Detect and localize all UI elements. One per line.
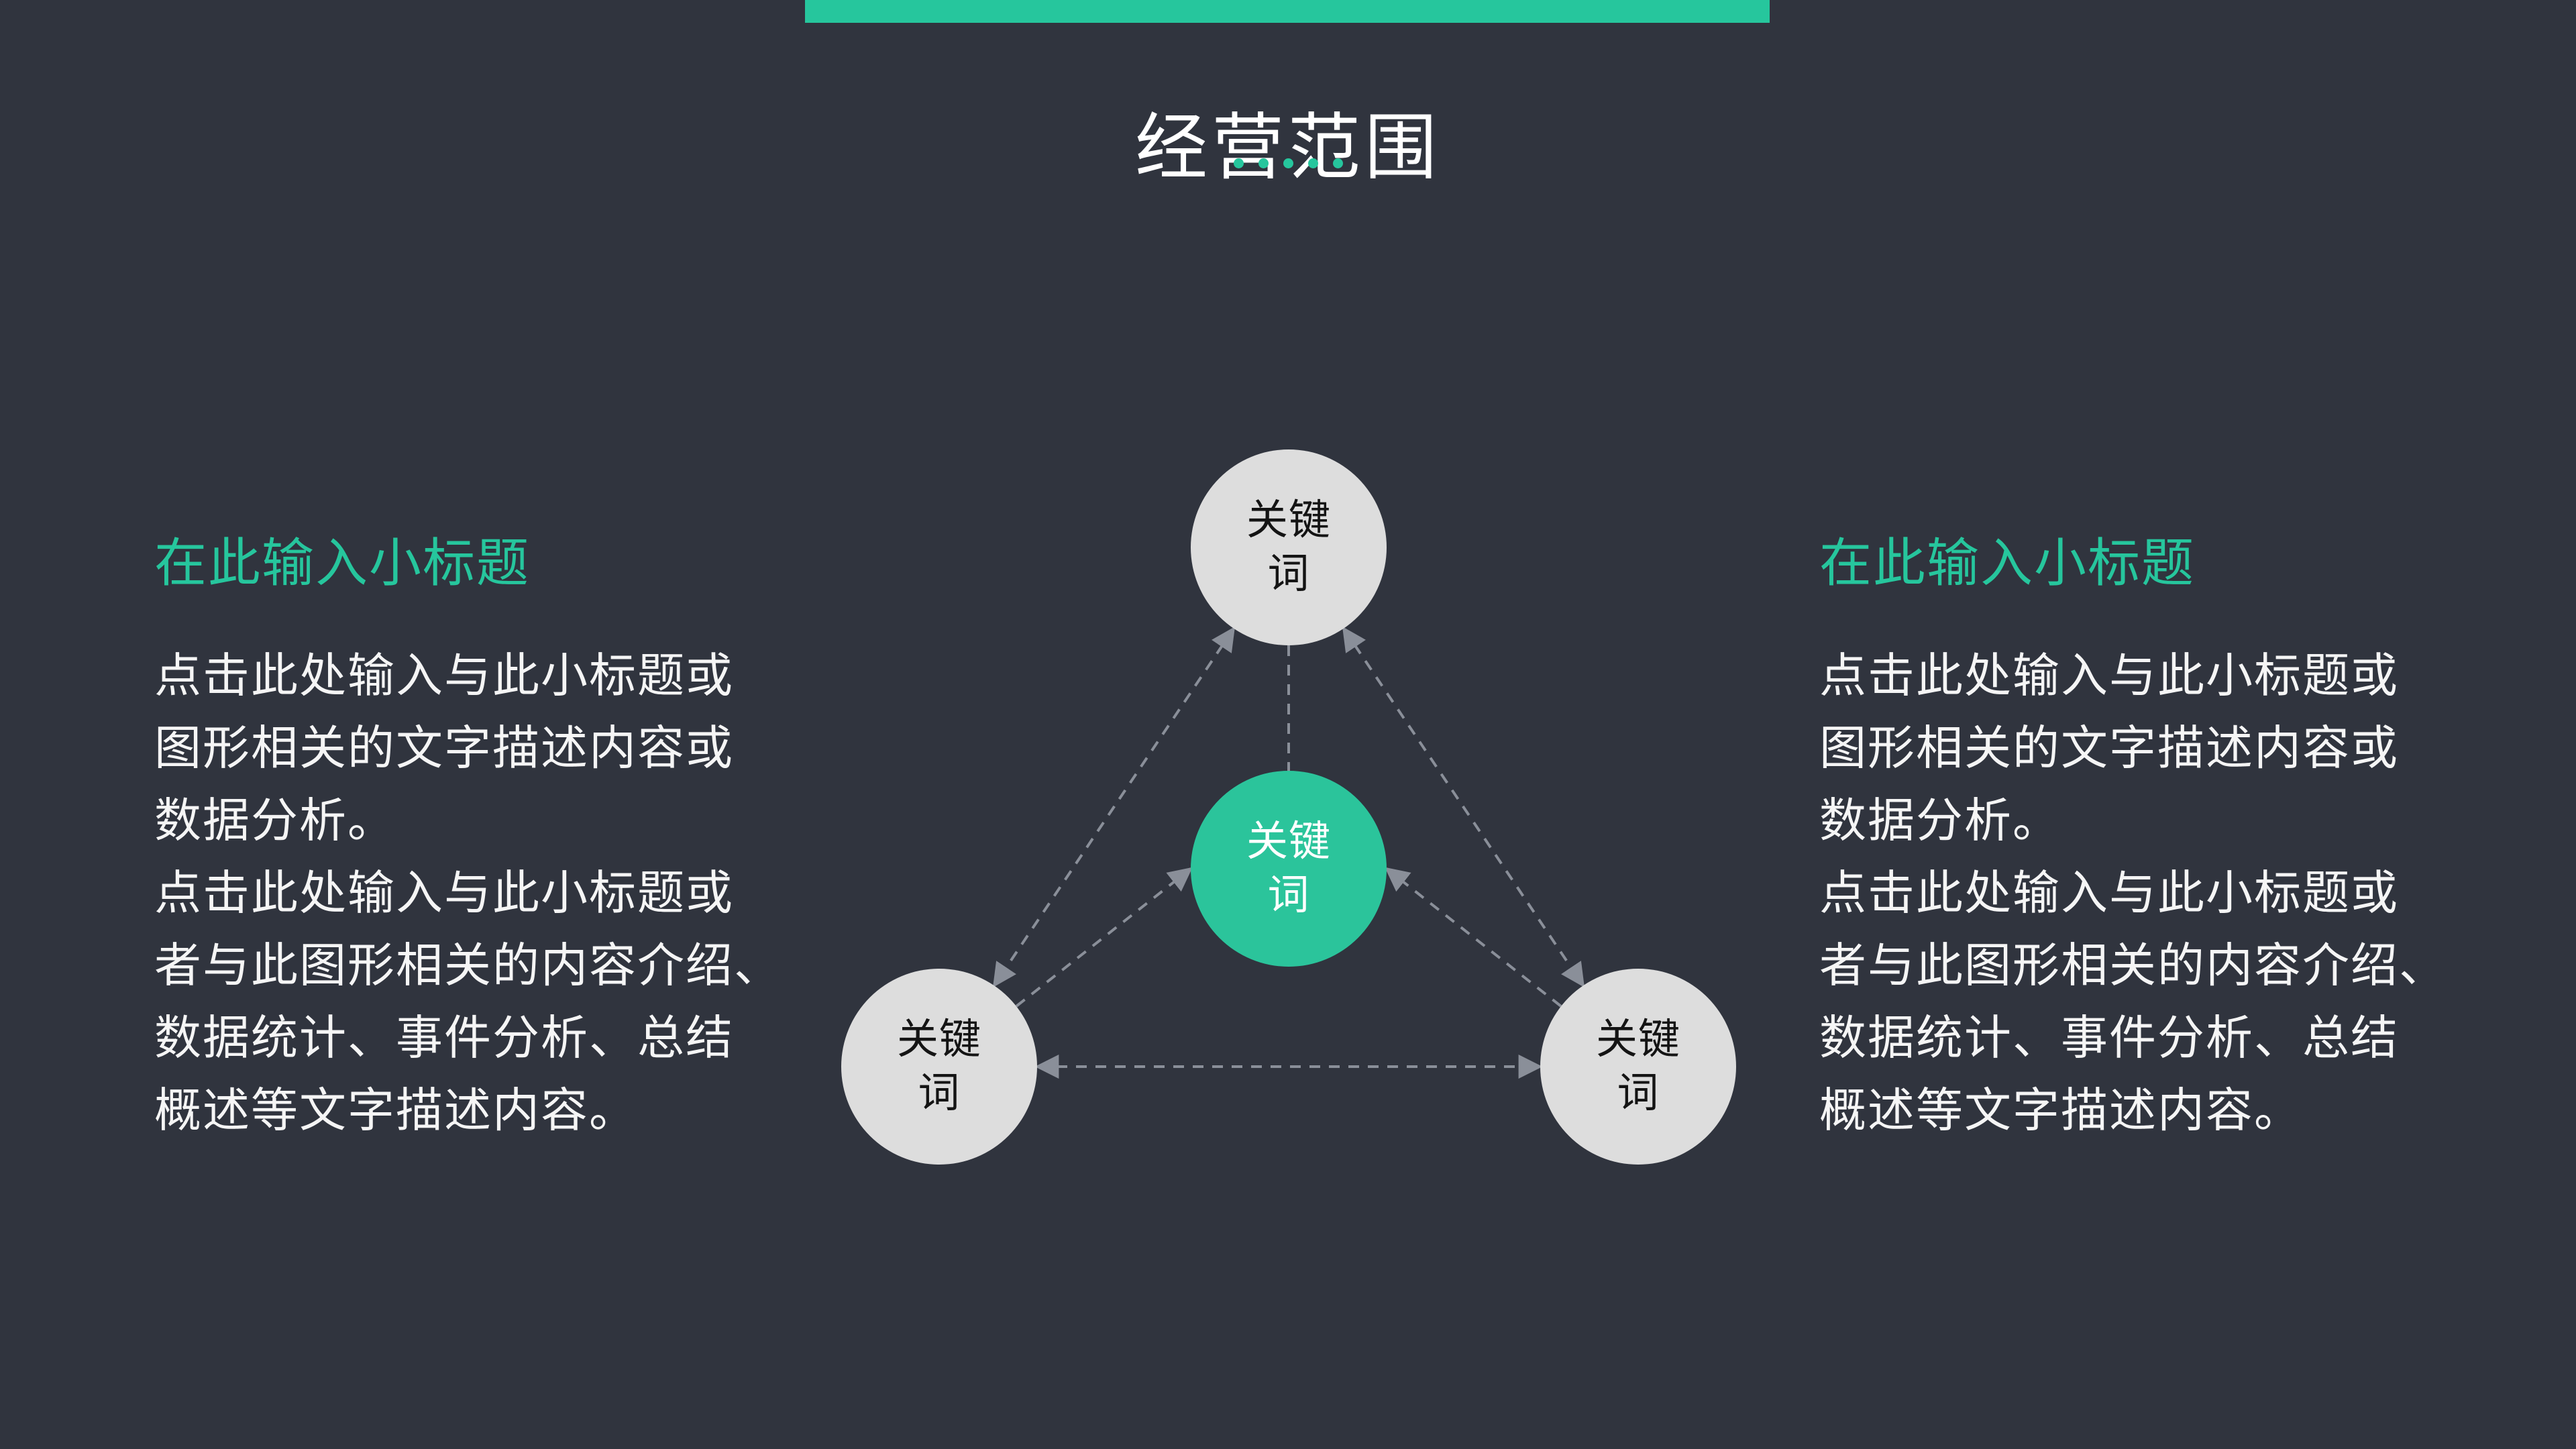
decor-dot <box>1307 158 1318 168</box>
keyword-node-center[interactable]: 关键词 <box>1191 771 1387 967</box>
right-body-text[interactable]: 点击此处输入与此小标题或 图形相关的文字描述内容或 数据分析。 点击此处输入与此… <box>1819 649 2447 1136</box>
keyword-node-bottom-right-label: 关键词 <box>1595 1016 1680 1116</box>
decor-dot <box>1233 158 1244 168</box>
slide-title[interactable]: 经营范围 <box>1134 107 1441 189</box>
right-subtitle[interactable]: 在此输入小标题 <box>1819 533 2196 592</box>
left-subtitle[interactable]: 在此输入小标题 <box>154 533 531 592</box>
accent-bar <box>805 0 1770 23</box>
decor-dot <box>1283 158 1293 168</box>
keyword-node-bottom-left-label: 关键词 <box>896 1016 981 1116</box>
keyword-node-center-label: 关键词 <box>1246 818 1331 918</box>
decor-dot <box>1332 158 1343 168</box>
connector-top-to-bottomleft <box>992 627 1236 987</box>
keyword-node-top-label: 关键词 <box>1246 497 1331 597</box>
connector-top-to-bottomright <box>1342 627 1585 987</box>
connector-bottomright-to-center <box>1385 867 1562 1008</box>
decor-dot <box>1258 158 1269 168</box>
connector-bottomleft-to-center <box>1015 867 1193 1008</box>
right-text-panel: 在此输入小标题 点击此处输入与此小标题或 图形相关的文字描述内容或 数据分析。 … <box>1819 529 2490 1146</box>
keyword-node-top[interactable]: 关键词 <box>1191 449 1387 645</box>
left-text-panel: 在此输入小标题 点击此处输入与此小标题或 图形相关的文字描述内容或 数据分析。 … <box>154 529 825 1146</box>
keyword-node-bottom-left[interactable]: 关键词 <box>841 969 1037 1165</box>
keyword-node-bottom-right[interactable]: 关键词 <box>1540 969 1736 1165</box>
decor-dots <box>0 158 2576 168</box>
left-body-text[interactable]: 点击此处输入与此小标题或 图形相关的文字描述内容或 数据分析。 点击此处输入与此… <box>154 649 782 1136</box>
